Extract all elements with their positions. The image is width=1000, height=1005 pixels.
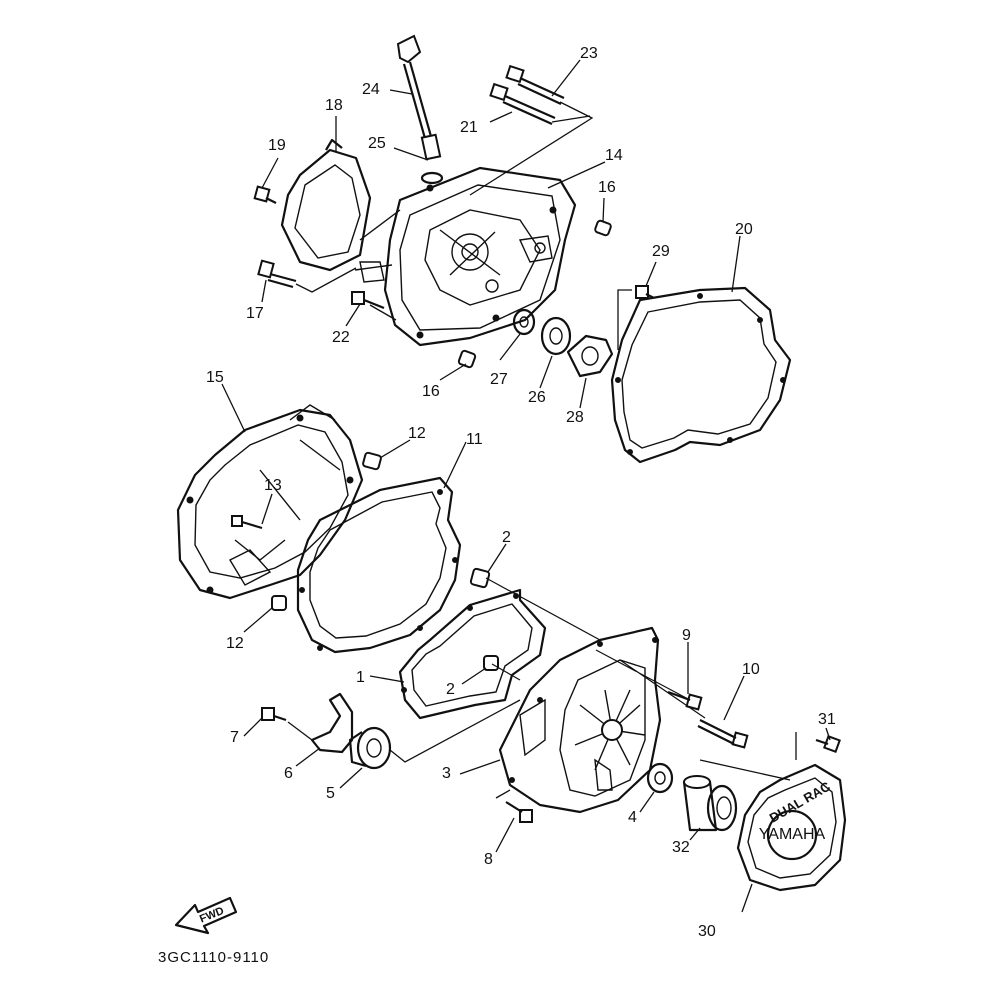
bolt-19 [253, 185, 277, 204]
screw-29-guide [617, 289, 632, 350]
oil-seal-27 [512, 308, 536, 336]
callout-2-lower: 2 [446, 681, 455, 698]
callout-31: 31 [818, 711, 836, 728]
bearing-5-guide [389, 699, 521, 763]
screw-7-guide [287, 721, 313, 741]
oil-dipstick [396, 34, 442, 161]
bolt-9 [667, 690, 703, 711]
callout-28: 28 [566, 409, 584, 426]
callout-25: 25 [368, 135, 386, 152]
callout-10: 10 [742, 661, 760, 678]
bolt-long-23 [505, 64, 565, 105]
callout-16-upper: 16 [598, 179, 616, 196]
callout-21: 21 [460, 119, 478, 136]
callout-24: 24 [362, 81, 380, 98]
bolt-13 [231, 515, 263, 530]
screw-29 [635, 285, 655, 299]
gasket-11 [296, 476, 462, 654]
dowel-pin-12-upper [362, 451, 382, 471]
callout-12-lower: 12 [226, 635, 244, 652]
badge-cover-30: YAMAHA DUAL RAC [736, 763, 847, 892]
bolt-17 [257, 259, 297, 289]
callout-6: 6 [284, 765, 293, 782]
bolt-17-guide [295, 267, 357, 293]
bearing-5 [348, 726, 392, 770]
callout-29: 29 [652, 243, 670, 260]
gasket-1 [398, 588, 547, 720]
leader-lines [221, 59, 831, 913]
callout-19: 19 [268, 137, 286, 154]
shaft-32 [682, 775, 738, 832]
bolt-long-21 [489, 82, 556, 126]
dowel-pin-upper [594, 219, 612, 237]
bearing-26 [540, 316, 572, 356]
callout-17: 17 [246, 305, 264, 322]
callout-30: 30 [698, 923, 716, 940]
catalog-code: 3GC1110-9110 [158, 949, 269, 966]
callout-16-lower: 16 [422, 383, 440, 400]
callout-14: 14 [605, 147, 623, 164]
callout-3: 3 [442, 765, 451, 782]
callout-13: 13 [264, 477, 282, 494]
forward-direction-icon: FWD [174, 896, 238, 935]
callout-18: 18 [325, 97, 343, 114]
screw-8-guide [495, 789, 511, 799]
screw-8 [505, 801, 533, 823]
dowel-pin-12-lower [271, 595, 287, 611]
gasket-20 [610, 286, 792, 464]
callout-8: 8 [484, 851, 493, 868]
screw-7 [261, 707, 287, 722]
callout-2-upper: 2 [502, 529, 511, 546]
bolt-guide-dashed [595, 649, 706, 719]
callout-23: 23 [580, 45, 598, 62]
oil-filter-cover [280, 138, 372, 272]
dowel-guide-lines [485, 577, 601, 681]
callout-4: 4 [628, 809, 637, 826]
callout-27: 27 [490, 371, 508, 388]
bolt-10 [697, 719, 749, 749]
dowel-pin-lower [457, 349, 477, 369]
bolt-guide-lines [469, 101, 594, 196]
screw-31-guide [699, 732, 797, 781]
screw-31 [815, 735, 841, 753]
callout-numbers: 23 21 24 25 18 19 17 22 14 16 16 27 26 2… [206, 45, 836, 940]
oil-seal-4 [646, 762, 674, 794]
callout-1: 1 [356, 669, 365, 686]
callout-22: 22 [332, 329, 350, 346]
callout-9: 9 [682, 627, 691, 644]
clamp-6 [310, 692, 354, 754]
dowel-pin-2-upper [469, 567, 491, 589]
callout-32: 32 [672, 839, 690, 856]
crankcase-cover-right [354, 166, 577, 347]
callout-7: 7 [230, 729, 239, 746]
callout-20: 20 [735, 221, 753, 238]
callout-26: 26 [528, 389, 546, 406]
retainer-plate [566, 334, 614, 378]
o-ring [420, 171, 444, 185]
callout-5: 5 [326, 785, 335, 802]
callout-11: 11 [466, 431, 483, 448]
cover-3 [498, 626, 662, 814]
dowel-pin-2-lower [483, 655, 499, 671]
cover-model-text: DUAL RAC [767, 778, 834, 825]
callout-12-upper: 12 [408, 425, 426, 442]
callout-15: 15 [206, 369, 224, 386]
cover-brand-text: YAMAHA [759, 826, 826, 843]
bolt-22 [351, 291, 385, 310]
